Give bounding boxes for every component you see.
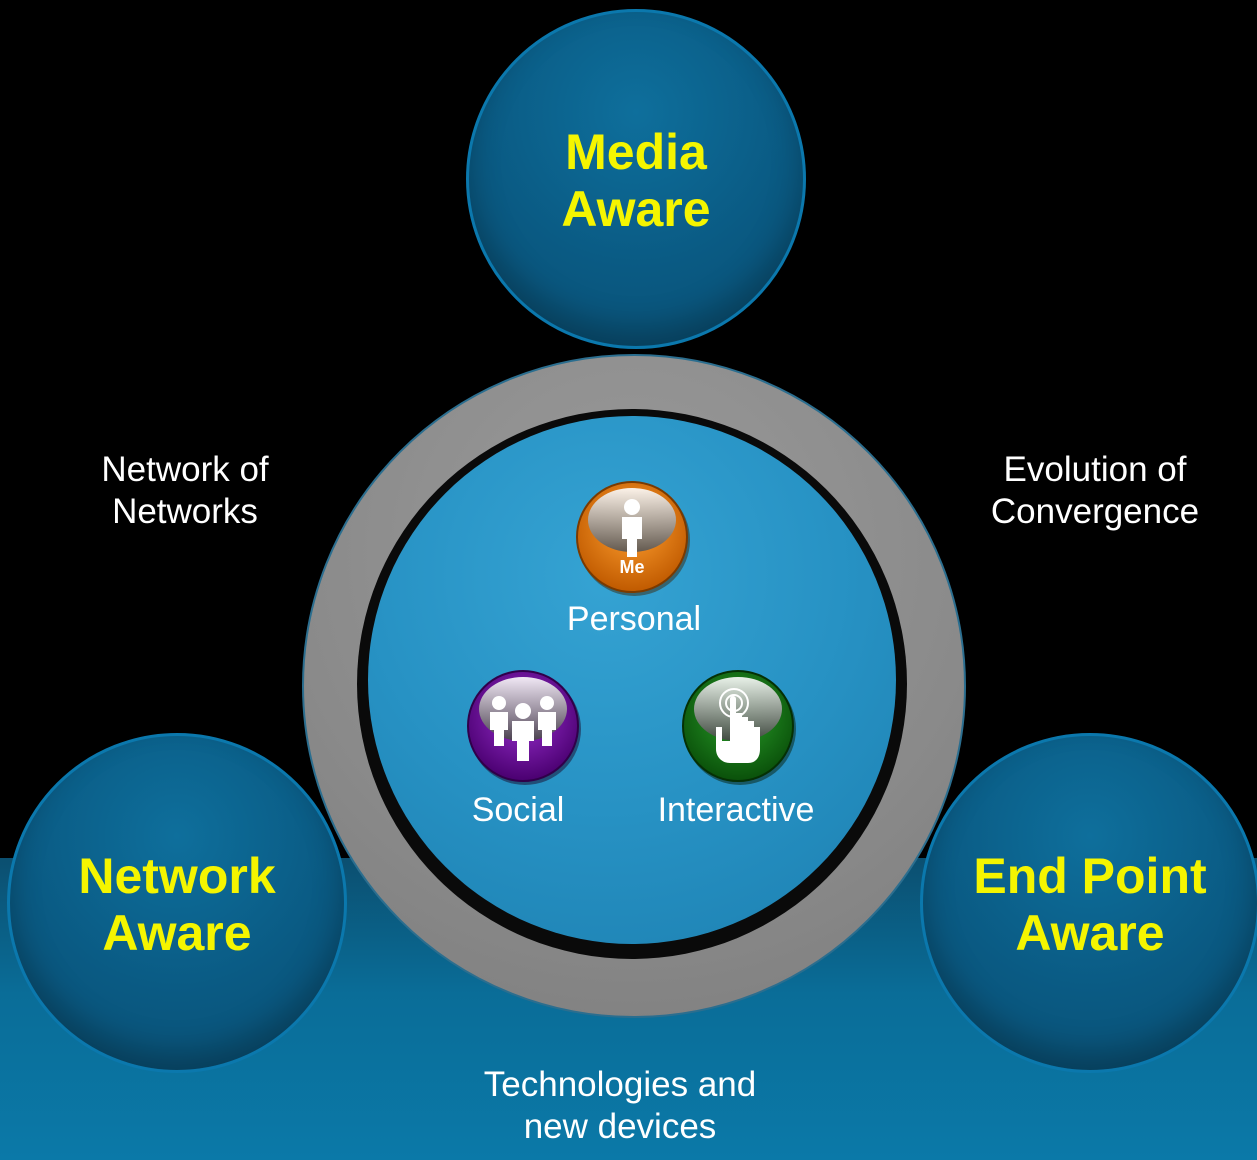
- media-aware-circle: Media Aware: [466, 9, 806, 349]
- social-icon: [467, 670, 581, 785]
- interactive-label: Interactive: [657, 791, 815, 829]
- network-aware-line1: Network: [78, 848, 276, 904]
- network-of-networks-line1: Network of: [101, 450, 269, 489]
- evolution-of-convergence-line1: Evolution of: [1003, 450, 1187, 489]
- end-point-aware-circle: End Point Aware: [920, 733, 1257, 1073]
- media-aware-line1: Media: [565, 124, 707, 180]
- evolution-of-convergence-line2: Convergence: [990, 492, 1200, 531]
- technologies-line2: new devices: [523, 1107, 717, 1146]
- social-label: Social: [471, 791, 565, 829]
- media-aware-label: Media Aware: [469, 124, 803, 238]
- network-of-networks-line2: Networks: [112, 492, 258, 531]
- personal-label: Personal: [566, 600, 702, 638]
- end-point-aware-line2: Aware: [1015, 905, 1165, 961]
- technologies-text: Technologies and new devices: [420, 1064, 820, 1148]
- personal-icon: Me: [576, 481, 690, 596]
- me-badge-text: Me: [619, 557, 644, 577]
- evolution-of-convergence-text: Evolution of Convergence: [960, 449, 1230, 533]
- end-point-aware-line1: End Point: [973, 848, 1207, 904]
- technologies-line1: Technologies and: [483, 1065, 757, 1104]
- network-aware-label: Network Aware: [10, 848, 344, 962]
- media-aware-line2: Aware: [561, 181, 711, 237]
- network-aware-line2: Aware: [102, 905, 252, 961]
- interactive-icon: [682, 670, 796, 785]
- network-of-networks-text: Network of Networks: [60, 449, 310, 533]
- end-point-aware-label: End Point Aware: [923, 848, 1257, 962]
- network-aware-circle: Network Aware: [7, 733, 347, 1073]
